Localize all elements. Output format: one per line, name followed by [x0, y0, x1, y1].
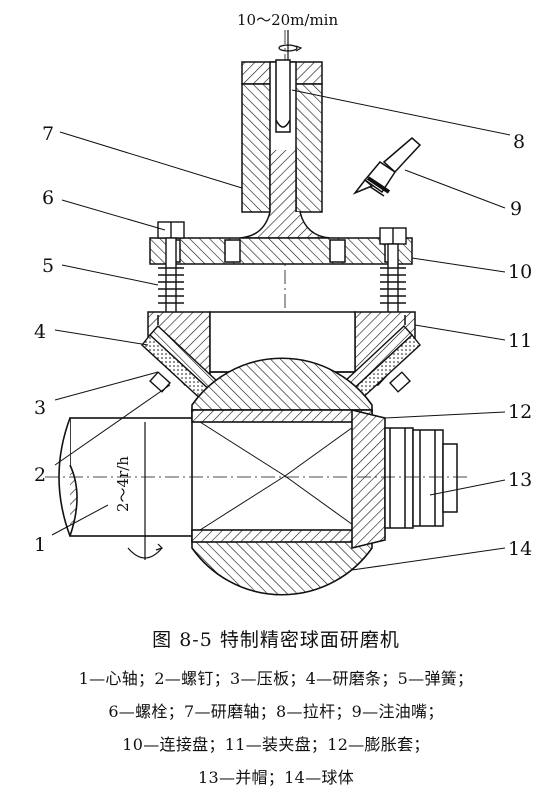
callout-7: 7	[42, 123, 54, 145]
lock-nut	[384, 427, 458, 529]
oil-nozzle	[352, 137, 422, 197]
rotation-arrow-icon	[278, 30, 303, 62]
callout-4: 4	[34, 321, 46, 343]
callout-12: 12	[508, 401, 532, 423]
callout-3: 3	[34, 397, 46, 419]
legend-line: 6—螺栓；7—研磨轴；8—拉杆；9—注油嘴；	[108, 702, 444, 721]
callout-8: 8	[513, 131, 525, 153]
shaft-rotation-arrow-icon	[127, 422, 164, 560]
legend-line: 10—连接盘；11—装夹盘；12—膨胀套；	[122, 735, 430, 754]
spring-left	[158, 267, 184, 304]
callout-9: 9	[510, 198, 522, 220]
callout-5: 5	[42, 255, 54, 277]
spring-right	[380, 267, 406, 304]
grinding-strip-right	[343, 324, 421, 404]
callout-14: 14	[508, 538, 532, 560]
screw-left	[149, 371, 171, 393]
legend-line: 1—心轴；2—螺钉；3—压板；4—研磨条；5—弹簧；	[78, 669, 474, 688]
grinding-machine-drawing: 10～20m/min	[34, 11, 532, 596]
callout-13: 13	[508, 469, 532, 491]
callout-1: 1	[34, 534, 46, 556]
callout-2: 2	[34, 464, 46, 486]
bolt-left	[157, 221, 185, 329]
speed-label-top: 10～20m/min	[237, 11, 338, 29]
speed-label-shaft: 2～4r/h	[114, 456, 132, 512]
figure-caption-title: 图 8-5 特制精密球面研磨机	[152, 629, 400, 651]
sphere	[191, 357, 386, 596]
connection-disc	[149, 237, 413, 265]
callout-11: 11	[508, 330, 532, 352]
callout-6: 6	[42, 187, 54, 209]
callout-10: 10	[508, 261, 532, 283]
leader-lines	[51, 89, 511, 571]
legend-line: 13—并帽；14—球体	[197, 768, 355, 787]
grinding-shaft	[239, 59, 331, 239]
screw-right	[389, 371, 411, 393]
